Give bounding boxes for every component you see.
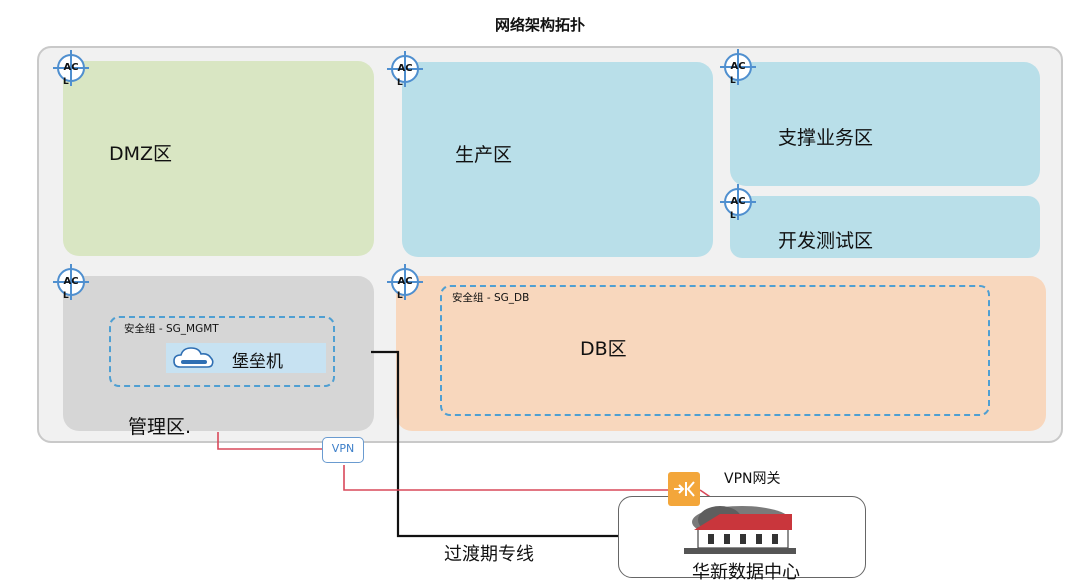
vpn-tunnel: VPN <box>322 437 364 463</box>
datacenter-label: 华新数据中心 <box>692 562 800 583</box>
datacenter-building-icon <box>684 506 796 554</box>
diagram-title: 网络架构拓扑 <box>494 16 585 34</box>
zone-production <box>402 62 713 257</box>
zone-management-label: 管理区. <box>128 416 192 438</box>
zone-support-label: 支撑业务区 <box>778 127 874 149</box>
vpn-gateway-icon <box>668 472 700 506</box>
bastion-label: 堡垒机 <box>232 352 283 372</box>
zone-production-label: 生产区 <box>455 144 513 166</box>
vpn-gateway-label: VPN网关 <box>724 471 781 487</box>
cloud-icon <box>173 347 214 368</box>
transition-line-label: 过渡期专线 <box>444 544 534 565</box>
zone-dmz <box>63 61 374 256</box>
security-group-mgmt <box>109 316 335 387</box>
zone-dev-test <box>730 196 1040 258</box>
zone-dev-test-label: 开发测试区 <box>778 230 874 252</box>
security-group-mgmt-label: 安全组 - SG_MGMT <box>124 323 219 335</box>
zone-dmz-label: DMZ区 <box>109 143 173 165</box>
security-group-db <box>440 285 990 416</box>
security-group-db-label: 安全组 - SG_DB <box>452 292 530 304</box>
zone-support <box>730 62 1040 186</box>
